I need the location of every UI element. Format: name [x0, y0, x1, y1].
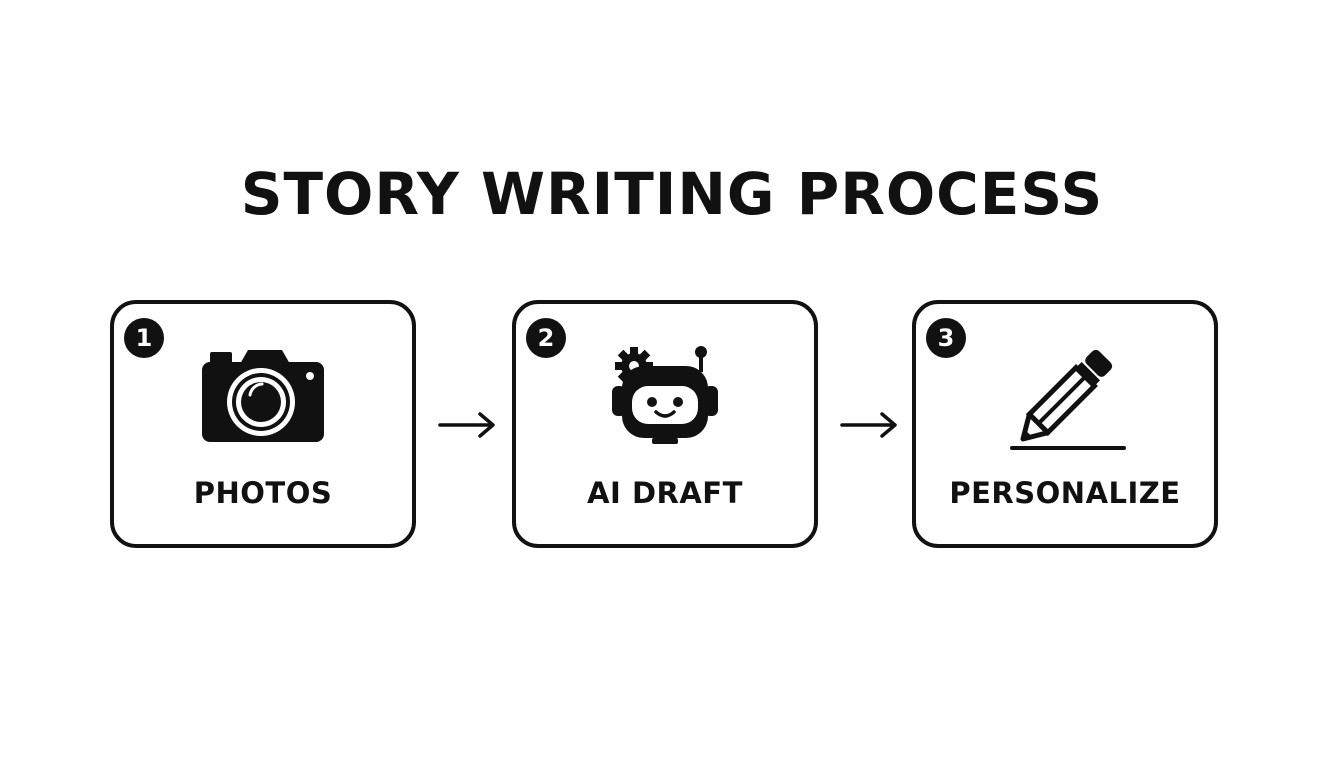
step-box-photos: 1 PHOTOS — [110, 300, 416, 548]
step-box-ai-draft: 2 — [512, 300, 818, 548]
arrow-right-icon — [840, 410, 900, 440]
step-number-badge: 3 — [926, 318, 966, 358]
step-label: PHOTOS — [193, 476, 333, 510]
arrow-right-icon — [438, 410, 498, 440]
step-box-personalize: 3 PERSONALIZE — [912, 300, 1218, 548]
pencil-icon — [916, 340, 1214, 460]
robot-icon — [516, 340, 814, 460]
diagram-title: STORY WRITING PROCESS — [240, 160, 1104, 228]
step-number-badge: 1 — [124, 318, 164, 358]
step-label: AI DRAFT — [587, 476, 743, 510]
camera-icon — [114, 340, 412, 460]
step-label: PERSONALIZE — [949, 476, 1181, 510]
step-number-badge: 2 — [526, 318, 566, 358]
